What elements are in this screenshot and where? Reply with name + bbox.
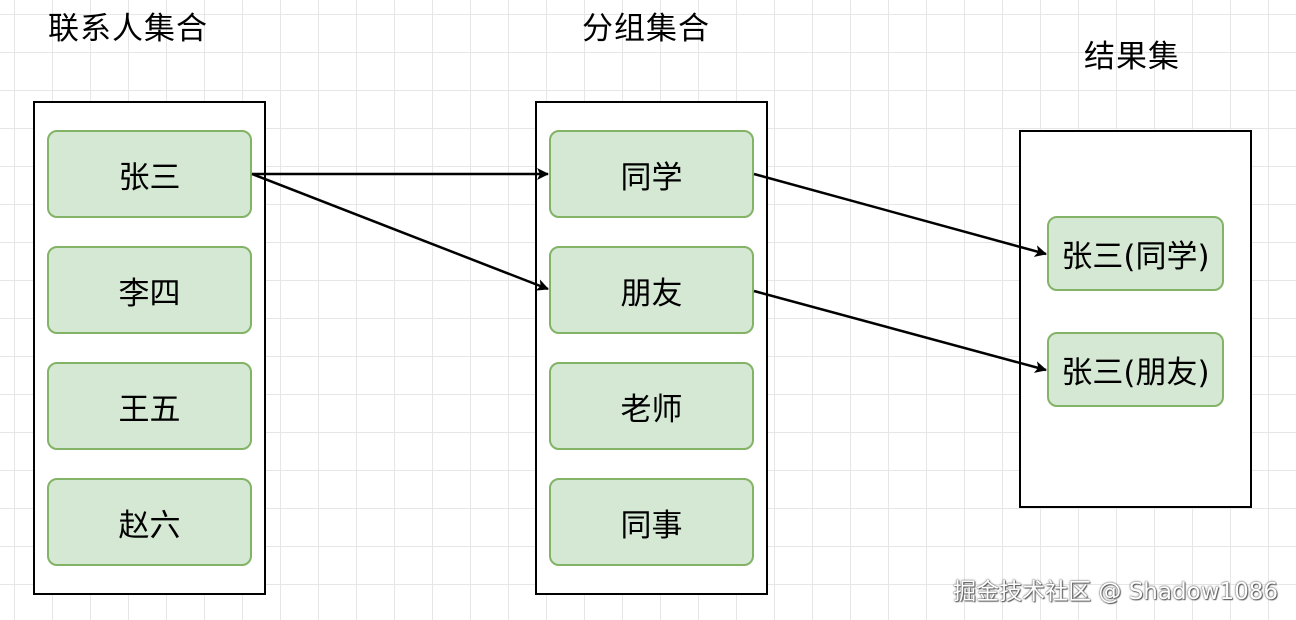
contact-node: 张三 (47, 130, 252, 218)
contact-node: 李四 (47, 246, 252, 334)
watermark-text: 掘金技术社区 @ Shadow1086 (953, 579, 1278, 605)
arrow-tongxue-to-result1 (753, 172, 1047, 257)
group-node: 同事 (549, 478, 754, 566)
contact-node: 赵六 (47, 478, 252, 566)
results-title: 结果集 (1084, 39, 1180, 75)
group-node: 朋友 (549, 246, 754, 334)
result-node: 张三(同学) (1047, 216, 1224, 291)
arrow-pengyou-to-result2 (753, 289, 1047, 373)
group-node: 老师 (549, 362, 754, 450)
arrow-zhangsan-to-pengyou (251, 172, 549, 291)
group-node: 同学 (549, 130, 754, 218)
groups-title: 分组集合 (582, 11, 710, 47)
contact-node: 王五 (47, 362, 252, 450)
result-node: 张三(朋友) (1047, 332, 1224, 407)
results-container (1019, 130, 1252, 508)
contacts-title: 联系人集合 (48, 11, 208, 47)
